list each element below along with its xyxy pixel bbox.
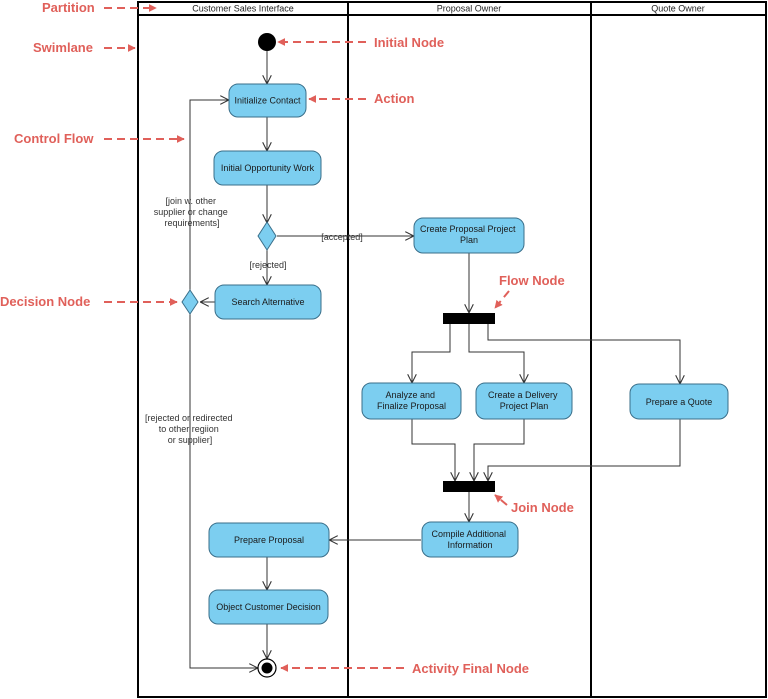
action-object-decision-label: Object Customer Decision: [216, 602, 321, 612]
action-search-alternative-line-1: Search Alternative: [231, 297, 304, 307]
guard-join-other-line-1: [join w. other: [165, 196, 216, 206]
callout-join-node-arrow: [494, 494, 508, 506]
action-compile-info-line-1: Compile Additional: [431, 529, 506, 539]
action-create-delivery-line-2: Project Plan: [500, 401, 549, 411]
callout-control-flow: Control Flow: [14, 131, 94, 146]
nodes: Initialize Contact Initial Opportunity W…: [181, 33, 729, 678]
action-prepare-quote-line-1: Prepare a Quote: [646, 397, 713, 407]
action-initialize-contact-line-1: Initialize Contact: [234, 96, 301, 106]
flow-fork-to-analyze: [412, 324, 451, 382]
callout-final-node: Activity Final Node: [412, 661, 529, 676]
guard-accepted-line-1: [accepted]: [321, 232, 363, 242]
action-analyze-finalize-line-1: Analyze and: [385, 390, 435, 400]
action-create-delivery[interactable]: Create a Delivery Project Plan: [475, 382, 573, 420]
action-compile-info[interactable]: Compile Additional Information: [421, 521, 519, 558]
action-analyze-finalize-line-2: Finalize Proposal: [377, 401, 446, 411]
action-create-proposal-plan[interactable]: Create Proposal Project Plan: [413, 217, 525, 254]
guard-redirected-line-1: [rejected or redirected: [145, 413, 233, 423]
action-prepare-quote-label: Prepare a Quote: [646, 397, 713, 407]
guard-join-other-line-3: requirements]: [164, 218, 219, 228]
callout-partition: Partition: [42, 0, 95, 15]
callout-action: Action: [374, 91, 415, 106]
flow-loop-to-contact: [189, 100, 228, 290]
action-initial-opportunity[interactable]: Initial Opportunity Work: [213, 150, 322, 186]
flow-delivery-to-join: [474, 419, 525, 480]
control-flows: [189, 51, 681, 668]
flow-redirect-to-final: [189, 314, 257, 668]
guard-redirected-line-3: or supplier]: [168, 435, 213, 445]
action-prepare-proposal-box: [208, 522, 330, 558]
fork-bar[interactable]: [443, 313, 495, 324]
action-analyze-finalize[interactable]: Analyze and Finalize Proposal: [361, 382, 462, 420]
decision-node-opportunity[interactable]: [257, 221, 277, 251]
action-create-delivery-box: [475, 382, 573, 420]
action-prepare-proposal[interactable]: Prepare Proposal: [208, 522, 330, 558]
action-prepare-quote-box: [629, 383, 729, 420]
callouts: Partition Swimlane Control Flow Decision…: [0, 0, 574, 676]
action-create-proposal-plan-box: [413, 217, 525, 254]
action-search-alternative-label: Search Alternative: [231, 297, 304, 307]
action-initialize-contact-box: [228, 83, 307, 118]
guard-redirected-line-2: to other regiion: [159, 424, 219, 434]
join-bar[interactable]: [443, 481, 495, 492]
action-create-proposal-plan-line-2: Plan: [460, 235, 478, 245]
callout-swimlane: Swimlane: [33, 40, 93, 55]
guard-rejected: [rejected]: [249, 260, 286, 270]
action-create-proposal-plan-line-1: Create Proposal Project: [420, 224, 516, 234]
callout-initial-node: Initial Node: [374, 35, 444, 50]
flow-fork-to-delivery: [468, 324, 524, 382]
lane-header-proposal: Proposal Owner: [437, 4, 502, 14]
lanes-frame: [137, 1, 767, 698]
action-create-proposal-plan-label: Create Proposal Project Plan: [420, 224, 518, 245]
action-compile-info-box: [421, 521, 519, 558]
action-prepare-quote[interactable]: Prepare a Quote: [629, 383, 729, 420]
action-analyze-finalize-box: [361, 382, 462, 420]
action-initialize-contact-label: Initialize Contact: [234, 96, 301, 106]
action-object-decision-line-1: Object Customer Decision: [216, 602, 321, 612]
activity-final-node[interactable]: [257, 658, 277, 678]
callout-decision-node: Decision Node: [0, 294, 90, 309]
action-object-decision[interactable]: Object Customer Decision: [208, 589, 329, 625]
action-object-decision-box: [208, 589, 329, 625]
activity-final-inner: [261, 662, 273, 674]
action-search-alternative-box: [214, 284, 322, 320]
action-prepare-proposal-label: Prepare Proposal: [234, 535, 304, 545]
guard-join-other: [join w. other supplier or change requir…: [154, 196, 231, 228]
swimlanes: Customer Sales Interface Proposal Owner …: [137, 1, 767, 698]
action-analyze-finalize-label: Analyze and Finalize Proposal: [377, 390, 446, 411]
flow-analyze-to-join: [411, 419, 455, 480]
action-initial-opportunity-line-1: Initial Opportunity Work: [221, 163, 315, 173]
flow-fork-to-quote: [487, 324, 680, 383]
callout-flow-node: Flow Node: [499, 273, 565, 288]
action-search-alternative[interactable]: Search Alternative: [214, 284, 322, 320]
action-initial-opportunity-box: [213, 150, 322, 186]
decision-node-alternative[interactable]: [181, 289, 199, 315]
guard-redirected: [rejected or redirected to other regiion…: [145, 413, 235, 445]
lane-header-quote: Quote Owner: [651, 4, 705, 14]
action-initial-opportunity-label: Initial Opportunity Work: [221, 163, 315, 173]
initial-node[interactable]: [258, 33, 276, 51]
guard-accepted: [accepted]: [321, 232, 363, 242]
guard-join-other-line-2: supplier or change: [154, 207, 228, 217]
action-compile-info-label: Compile Additional Information: [431, 529, 508, 550]
lane-header-customer: Customer Sales Interface: [192, 4, 294, 14]
flow-quote-to-join: [488, 419, 681, 480]
guard-labels: [join w. other supplier or change requir…: [145, 196, 363, 445]
action-initialize-contact[interactable]: Initialize Contact: [228, 83, 307, 118]
callout-flow-node-arrow: [494, 290, 510, 309]
action-create-delivery-line-1: Create a Delivery: [488, 390, 558, 400]
guard-rejected-line-1: [rejected]: [249, 260, 286, 270]
action-compile-info-line-2: Information: [447, 540, 492, 550]
callout-join-node: Join Node: [511, 500, 574, 515]
action-create-delivery-label: Create a Delivery Project Plan: [488, 390, 560, 411]
action-prepare-proposal-line-1: Prepare Proposal: [234, 535, 304, 545]
